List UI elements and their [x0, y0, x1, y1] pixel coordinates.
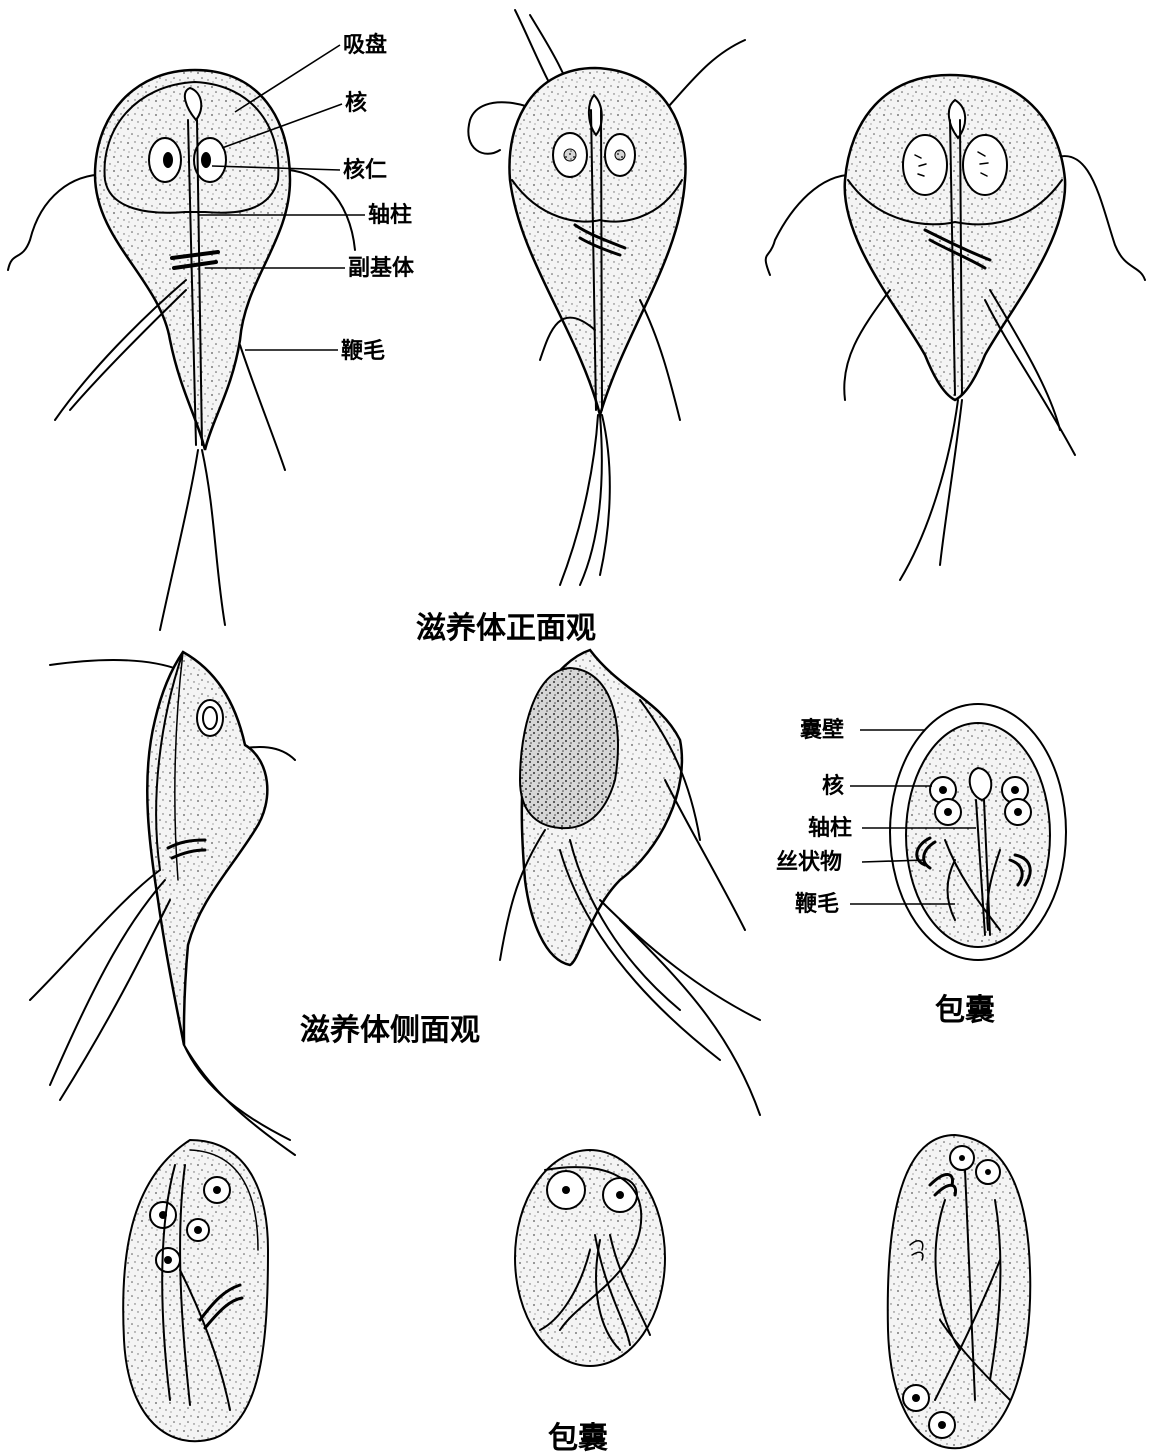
label-cyst-filaments: 丝状物 [776, 849, 842, 875]
label-cyst-nucleus: 核 [822, 773, 844, 799]
flagellum-line [240, 345, 285, 470]
label-sucking-disc: 吸盘 [343, 32, 387, 58]
label-cyst-wall: 囊壁 [799, 717, 844, 743]
flagellum-line [665, 780, 745, 930]
label-parabasal-body: 副基体 [348, 256, 415, 281]
flagellum-line [580, 415, 602, 585]
label-cyst-axostyle: 轴柱 [808, 815, 852, 841]
cyst-bottom-2 [515, 1150, 665, 1366]
flagellum-line [560, 415, 598, 585]
flagellum-line [50, 880, 165, 1085]
flagellum-line [30, 870, 160, 1000]
caption-front-view: 滋养体正面观 [416, 611, 596, 646]
label-cyst-flagellum: 鞭毛 [795, 892, 839, 917]
flagellum-line [940, 400, 962, 565]
cyst-bottom-1 [123, 1140, 268, 1441]
flagellum-line [184, 1045, 295, 1155]
label-nucleus: 核 [345, 90, 367, 116]
trophozoite-side-2 [500, 650, 760, 1115]
trophozoite-front-2 [468, 10, 745, 585]
flagellum-line [184, 1045, 290, 1140]
nucleus [149, 138, 181, 182]
flagellum-line [160, 450, 198, 630]
label-flagellum: 鞭毛 [341, 339, 385, 364]
cyst-bottom-3 [888, 1135, 1031, 1448]
nucleus [903, 135, 947, 195]
caption-cyst-right: 包囊 [935, 993, 995, 1028]
trophozoite-side-1 [30, 652, 295, 1155]
nucleus [553, 133, 587, 177]
label-karyosome: 核仁 [343, 157, 387, 183]
caption-cyst-bottom: 包囊 [548, 1421, 608, 1455]
flagellum-line [985, 300, 1075, 455]
flagellum-line [600, 900, 760, 1020]
nucleus [963, 135, 1007, 195]
flagellum-line [202, 450, 225, 625]
flagellum-line [620, 920, 760, 1115]
cyst-labeled [890, 704, 1066, 960]
flagellum-line [844, 290, 890, 400]
caption-side-view: 滋养体侧面观 [300, 1013, 480, 1048]
flagellum-line [640, 300, 680, 420]
cyst-body [515, 1150, 665, 1366]
label-axostyle: 轴柱 [368, 202, 412, 228]
nucleus [605, 134, 635, 176]
sucking-disc [520, 668, 618, 828]
nucleus [197, 700, 223, 736]
flagellum-line [50, 660, 180, 670]
flagellum-line [60, 900, 170, 1100]
trophozoite-front-3 [766, 75, 1145, 580]
flagellum-line [70, 290, 186, 410]
trophozoite-body [95, 70, 290, 450]
